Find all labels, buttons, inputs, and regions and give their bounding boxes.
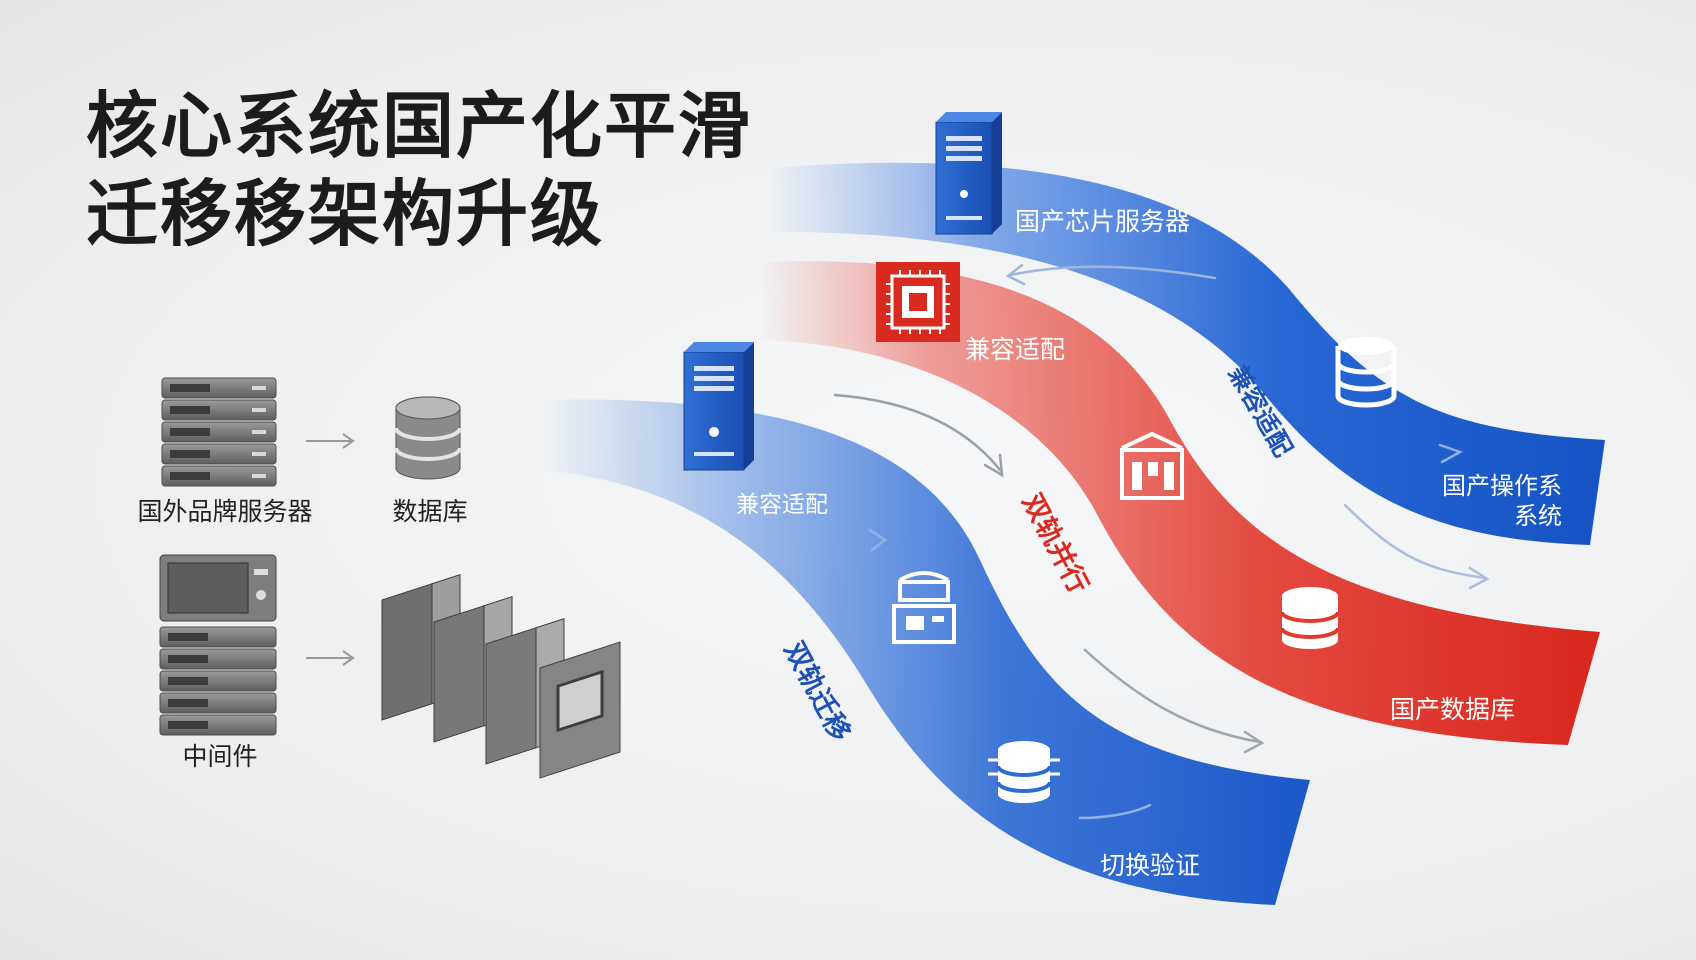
top-server-label: 国产芯片服务器 <box>1015 207 1190 236</box>
legacy-database-label: 数据库 <box>392 497 467 526</box>
switch-verify-label: 切换验证 <box>1100 851 1200 880</box>
gateway-icon <box>1120 431 1184 500</box>
database-icon <box>1280 587 1340 649</box>
title-line-2: 迁移移架构升级 <box>86 172 605 256</box>
domestic-db-label: 国产数据库 <box>1390 695 1515 724</box>
database-icon <box>988 741 1060 803</box>
database-icon <box>1335 337 1397 408</box>
chip-label: 兼容适配 <box>965 335 1065 364</box>
switch-icon <box>892 571 956 644</box>
microwave-server-icon <box>159 554 277 736</box>
cpu-chip-icon <box>876 262 960 342</box>
middle-red-stream <box>760 261 1600 745</box>
top-blue-stream <box>770 162 1605 546</box>
bottom-blue-stream <box>540 399 1310 905</box>
page-title: 核心系统国产化平滑 迁移移架构升级 <box>86 82 752 258</box>
blade-server-icon <box>381 573 621 779</box>
tower-server-icon <box>683 342 754 471</box>
bottom-vertical-label: 双轨迁移 <box>778 636 857 746</box>
middle-vertical-label: 双轨并行 <box>1016 488 1095 598</box>
tower-server-icon <box>935 112 1002 235</box>
top-os-label-2: 系统 <box>1514 502 1562 530</box>
title-line-1: 核心系统国产化平滑 <box>86 84 753 168</box>
server-rack-icon <box>161 377 277 487</box>
arrow-icon <box>306 650 355 666</box>
legacy-servers-label: 国外品牌服务器 <box>137 497 312 526</box>
database-icon <box>394 396 462 480</box>
bottom-compat-label: 兼容适配 <box>736 492 828 518</box>
top-os-label-1: 国产操作系 <box>1442 472 1562 500</box>
flow-arrows <box>833 263 1490 820</box>
legacy-middleware-label: 中间件 <box>182 742 257 771</box>
arrow-icon <box>306 433 355 449</box>
